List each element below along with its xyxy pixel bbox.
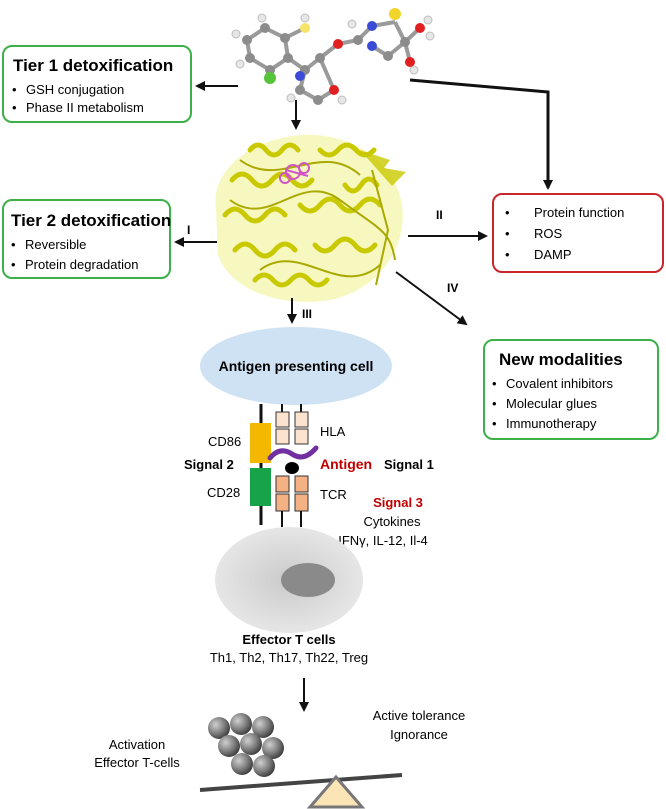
- modalities-bullet-2: •: [492, 396, 497, 411]
- drug-molecule-illustration: [231, 8, 435, 105]
- antigen-label: Antigen: [320, 456, 372, 472]
- effects-item-3: DAMP: [534, 247, 572, 262]
- tcr-domain: [275, 475, 290, 493]
- modalities-item-1: Covalent inhibitors: [506, 376, 613, 391]
- hla-domain: [275, 428, 290, 445]
- t-cell-cluster: [208, 713, 284, 777]
- effects-bullet-1: •: [505, 205, 510, 220]
- tcr-domain: [294, 475, 309, 493]
- cytokine-list: IFNγ, IL-12, Il-4: [338, 533, 428, 548]
- tier2-item-2: Protein degradation: [25, 257, 138, 272]
- hla-domain: [294, 411, 309, 428]
- immune-synapse: [250, 404, 319, 527]
- effector-t-cells-label: Effector T-cells: [94, 755, 180, 770]
- new-modalities-title: New modalities: [499, 350, 623, 369]
- tier2-bullet-2: •: [11, 257, 16, 272]
- tcr-domain: [294, 493, 309, 512]
- effects-item-2: ROS: [534, 226, 563, 241]
- antigen-peptide: [267, 445, 319, 461]
- t-cell-nucleus: [281, 563, 335, 597]
- activation-label: Activation: [109, 737, 165, 752]
- tier1-item-2: Phase II metabolism: [26, 100, 144, 115]
- modalities-bullet-3: •: [492, 416, 497, 431]
- effects-bullet-3: •: [505, 247, 510, 262]
- pathway-label-i: I: [187, 223, 190, 237]
- effects-box: • Protein function • ROS • DAMP: [492, 193, 664, 273]
- apc-label: Antigen presenting cell: [219, 358, 374, 374]
- tier1-box: Tier 1 detoxification • GSH conjugation …: [2, 45, 192, 123]
- cd28-receptor: [250, 468, 271, 506]
- ignorance-label: Ignorance: [390, 727, 448, 742]
- tier2-bullet-1: •: [11, 237, 16, 252]
- pathway-label-iii: III: [302, 307, 312, 321]
- arrow-to-new-modalities: [395, 271, 468, 326]
- tier1-bullet-1: •: [12, 82, 17, 97]
- hla-label: HLA: [320, 424, 346, 439]
- tier1-title: Tier 1 detoxification: [13, 56, 173, 75]
- tcr-label: TCR: [320, 487, 347, 502]
- tier1-bullet-2: •: [12, 100, 17, 115]
- balance-fulcrum: [306, 774, 366, 809]
- balance-scale: [199, 713, 403, 809]
- cd86-label: CD86: [208, 434, 241, 449]
- hla-domain: [294, 428, 309, 445]
- tier2-item-1: Reversible: [25, 237, 86, 252]
- balance-beam: [199, 773, 403, 792]
- effector-t-cells-title: Effector T cells: [242, 632, 335, 647]
- hla-domain: [275, 411, 290, 428]
- cytokines-label: Cytokines: [363, 514, 421, 529]
- tier1-item-1: GSH conjugation: [26, 82, 124, 97]
- pathway-label-ii: II: [436, 208, 443, 222]
- effects-bullet-2: •: [505, 226, 510, 241]
- effects-item-1: Protein function: [534, 205, 624, 220]
- arrow-molecule-to-effects: [409, 78, 553, 190]
- tier2-box: Tier 2 detoxification • Reversible • Pro…: [2, 199, 171, 279]
- signal1-label: Signal 1: [384, 457, 434, 472]
- active-tolerance-label: Active tolerance: [373, 708, 466, 723]
- modalities-item-2: Molecular glues: [506, 396, 598, 411]
- drug-hapten: [285, 462, 299, 474]
- effector-t-cell-subtypes: Th1, Th2, Th17, Th22, Treg: [210, 650, 368, 665]
- antigen-presenting-cell: [200, 327, 392, 405]
- pathway-label-iv: IV: [447, 281, 458, 295]
- cd86-receptor: [250, 423, 271, 463]
- cd28-label: CD28: [207, 485, 240, 500]
- new-modalities-box: New modalities • Covalent inhibitors • M…: [483, 339, 659, 440]
- tier2-title: Tier 2 detoxification: [11, 211, 171, 230]
- modalities-bullet-1: •: [492, 376, 497, 391]
- modalities-item-3: Immunotherapy: [506, 416, 597, 431]
- tcr-domain: [275, 493, 290, 512]
- signal2-label: Signal 2: [184, 457, 234, 472]
- protein-structure-illustration: [215, 134, 406, 302]
- signal3-label: Signal 3: [373, 495, 423, 510]
